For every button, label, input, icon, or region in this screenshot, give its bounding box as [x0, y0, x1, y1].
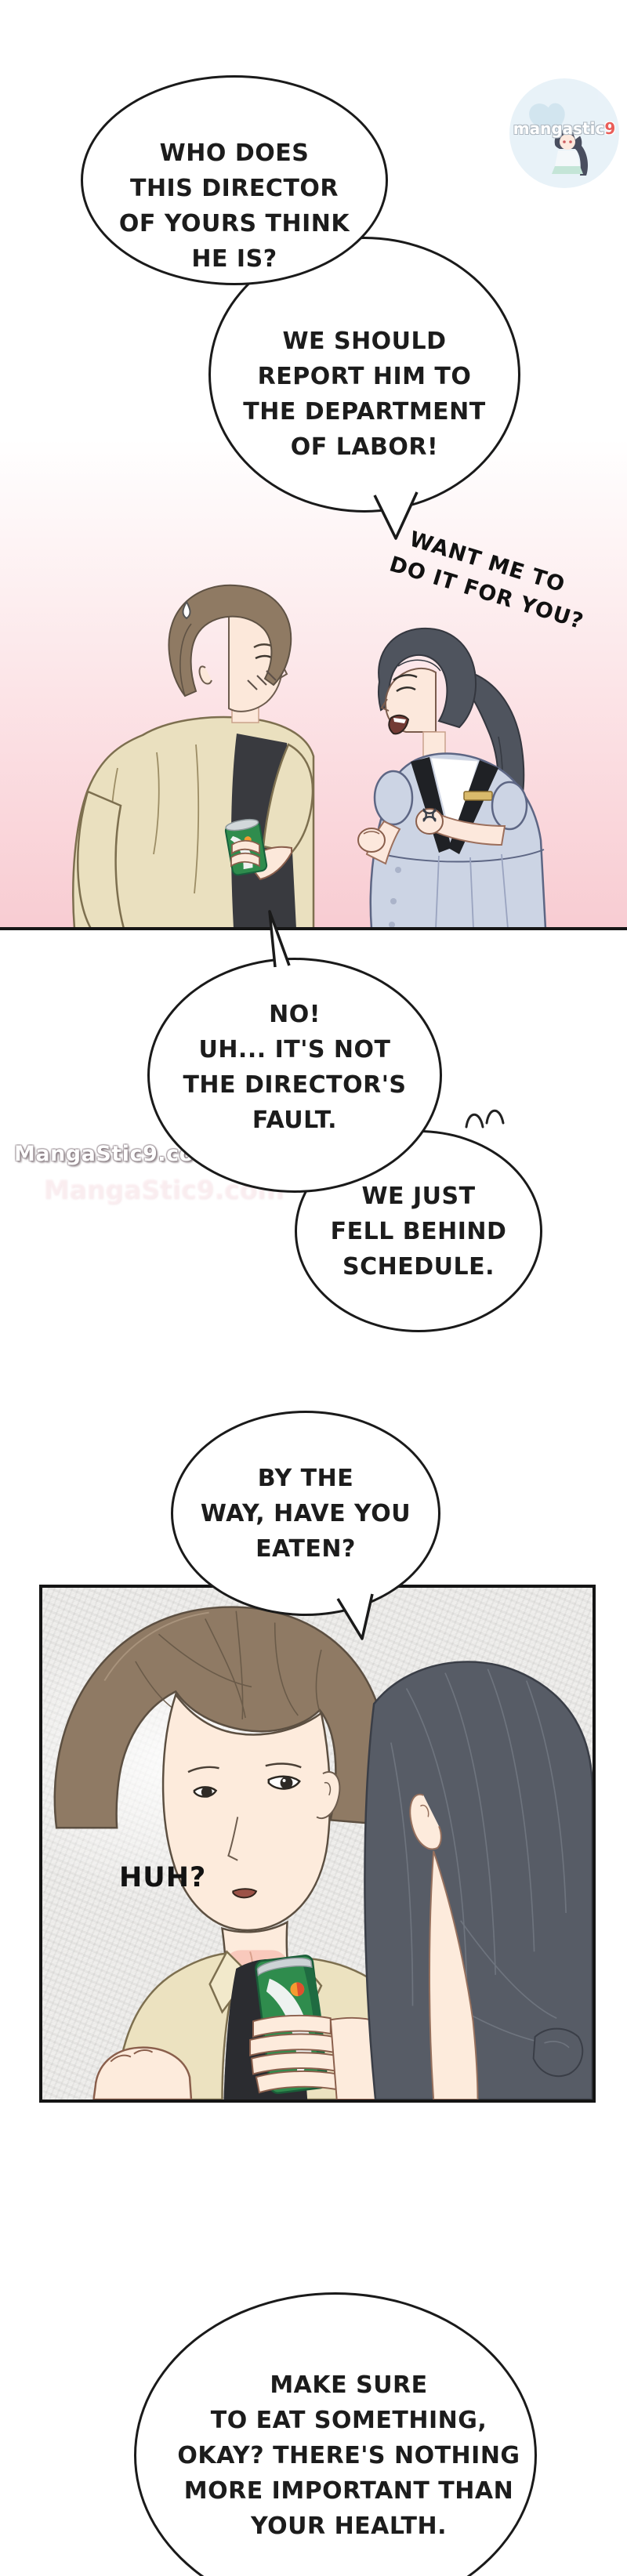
bubble-text-line: YOUR HEALTH. — [251, 2512, 447, 2540]
bubble-text-line: REPORT HIM TO — [257, 363, 472, 390]
woman-back-of-head — [364, 1661, 593, 2100]
heart-icon — [529, 103, 565, 132]
speech-bubble-6: MAKE SURE TO EAT SOMETHING, OKAY? THERE'… — [134, 2292, 537, 2576]
bubble-text-line: FAULT. — [252, 1107, 338, 1134]
bubble-text-line: OF LABOR! — [290, 433, 439, 461]
bubble-text-line: TO EAT SOMETHING, — [210, 2406, 487, 2434]
bubble-text-line: OKAY? THERE'S NOTHING — [177, 2441, 520, 2469]
flush-marks-icon — [247, 670, 277, 690]
bubble-text-line: EATEN? — [256, 1534, 356, 1563]
fist — [92, 2046, 193, 2100]
bubble-text-line: THE DEPARTMENT — [243, 398, 486, 426]
bubble-text-line: OF YOURS THINK — [118, 210, 350, 237]
anger-vein-icon — [422, 808, 437, 822]
chibi-girl-icon — [552, 129, 588, 176]
bubble-text-line: SCHEDULE. — [342, 1252, 495, 1281]
bubble-text-line: WHO DOES — [159, 139, 310, 167]
bubble-text-line: NO! — [269, 1001, 321, 1028]
speech-bubble-3: NO! UH... IT'S NOT THE DIRECTOR'S FAULT. — [147, 958, 442, 1193]
bubble-text-line: WE SHOULD — [282, 328, 447, 355]
panel-1: MangaStic9.com MangaStic9.com — [0, 439, 627, 1205]
name-tag-icon — [463, 791, 493, 801]
sweat-drop-icon — [182, 600, 191, 620]
speech-bubble-1: WHO DOES THIS DIRECTOR OF YOURS THINK HE… — [81, 75, 388, 285]
logo-art — [529, 103, 588, 176]
speech-bubble-5: BY THE WAY, HAVE YOU EATEN? — [171, 1411, 440, 1616]
logo-text: mangastic9 — [509, 119, 619, 138]
sfx-huh: HUH? — [119, 1862, 207, 1893]
bubble-text-line: WE JUST — [361, 1182, 476, 1210]
panel-1-illustration — [72, 584, 547, 929]
logo-site-name: mangastic — [513, 119, 605, 138]
woman-figure — [357, 627, 547, 929]
bubble-text-line: MAKE SURE — [270, 2371, 428, 2399]
panel-2 — [39, 1585, 596, 2103]
bubble-text-line: FELL BEHIND — [330, 1217, 507, 1245]
logo-site-number: 9 — [604, 119, 616, 138]
fluster-marks-icon — [465, 1109, 505, 1129]
man-closeup — [53, 1606, 408, 2100]
bubble-text-line: BY THE — [257, 1464, 354, 1492]
bubble-text-line: THIS DIRECTOR — [129, 175, 339, 202]
bubble-text-line: WAY, HAVE YOU — [200, 1499, 411, 1527]
panel-2-illustration — [53, 1606, 593, 2100]
bubble-text-line: MORE IMPORTANT THAN — [183, 2476, 514, 2505]
bubble-text-line: UH... IT'S NOT — [198, 1036, 391, 1063]
bubble-text-line: HE IS? — [191, 245, 277, 273]
bubble-text-line: THE DIRECTOR'S — [183, 1071, 407, 1099]
man-figure — [72, 584, 315, 929]
panel-1-border-line — [0, 927, 627, 930]
site-logo: mangastic9 — [509, 78, 619, 188]
